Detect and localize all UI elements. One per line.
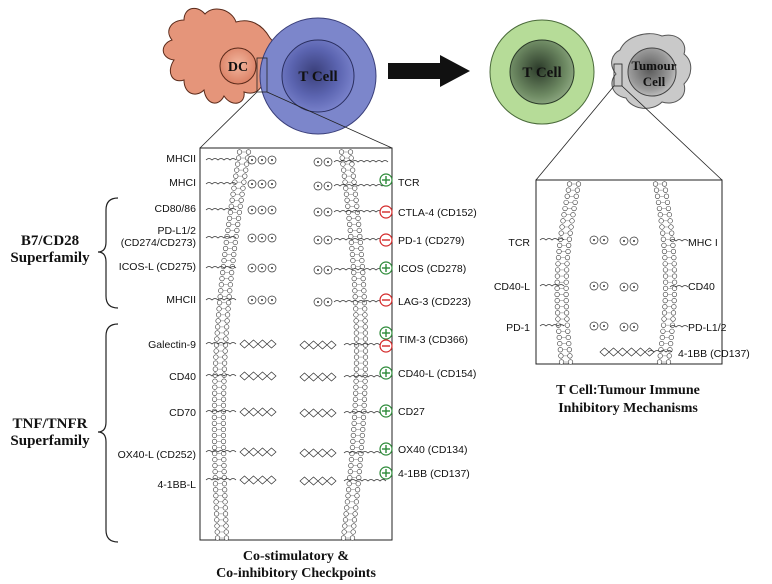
r-label-tcr: TCR [508, 237, 530, 249]
tumour-molecule-pair [539, 235, 689, 246]
tumour-cell: Tumour Cell [611, 33, 692, 109]
minus-sign-icon [379, 339, 393, 353]
plus-sign-icon [379, 326, 393, 340]
right-panel-right-labels: MHC I CD40 PD-L1/2 4-1BB (CD137) [678, 237, 750, 360]
r-label-pd-l1-2: PD-L1/2 [688, 322, 727, 334]
label-4-1bb-l: 4-1BB-L [157, 479, 196, 491]
dc-body [162, 7, 275, 104]
t-cell-label: T Cell [298, 69, 337, 85]
label-cd40: CD40 [169, 371, 196, 383]
tumour-molecule-pair [539, 281, 689, 292]
label-cd274-cd273: (CD274/CD273) [121, 237, 196, 249]
b7-molecule-pair [205, 263, 389, 275]
tumour-membrane-right [652, 181, 678, 365]
dc-label: DC [228, 60, 248, 75]
right-panel-membranes [554, 181, 678, 365]
b7-molecule-pair [205, 179, 389, 191]
family-braces [97, 197, 119, 543]
b7-brace [97, 197, 119, 309]
minus-sign-icon [379, 233, 393, 247]
tnf-molecule-pair [205, 447, 387, 458]
label-tcr: TCR [398, 177, 420, 189]
b7-molecule-pair [205, 233, 389, 245]
b7-molecule-pair [205, 295, 389, 307]
tumour-label-line-1: Tumour [631, 58, 676, 73]
plus-sign-icon [379, 261, 393, 275]
tcell-membrane [338, 149, 369, 541]
zoom-lines-right [535, 85, 723, 181]
b7-molecule-pair [205, 205, 389, 217]
r-label-cd40-l: CD40-L [494, 281, 530, 293]
tumour-4-1bb [599, 347, 673, 357]
b7-family-label-1: B7/CD28 [21, 233, 79, 249]
plus-sign-icon [379, 466, 393, 480]
tnf-family-label-2: Superfamily [10, 433, 90, 449]
label-mhci: MHCI [169, 177, 196, 189]
label-icos: ICOS (CD278) [398, 263, 466, 275]
t-cell-blue: T Cell [259, 17, 377, 135]
plus-sign-icon [379, 404, 393, 418]
plus-sign-icon [379, 366, 393, 380]
tnf-brace [97, 323, 119, 543]
label-ox40-l: OX40-L (CD252) [118, 449, 196, 461]
label-galectin-9: Galectin-9 [148, 339, 196, 351]
label-mhcii-1: MHCII [166, 153, 196, 165]
t-cell-green: T Cell [489, 19, 595, 125]
minus-sign-icon [379, 293, 393, 307]
label-4-1bb: 4-1BB (CD137) [398, 468, 470, 480]
label-cd27: CD27 [398, 406, 425, 418]
tnf-molecule-pair [205, 339, 387, 350]
zoom-lines-left [199, 91, 393, 149]
label-pd-l1-2: PD-L1/2 [157, 225, 196, 237]
label-ctla-4: CTLA-4 (CD152) [398, 207, 477, 219]
right-panel-molecules [539, 235, 689, 357]
left-panel-molecules [205, 155, 389, 486]
r-label-4-1bb: 4-1BB (CD137) [678, 348, 750, 360]
label-icos-l: ICOS-L (CD275) [119, 261, 196, 273]
plus-sign-icon [379, 173, 393, 187]
left-panel-membranes [211, 149, 369, 541]
tnf-molecule-pair [205, 371, 387, 382]
label-cd80-86: CD80/86 [155, 203, 197, 215]
left-caption-line-1: Co-stimulatory & [243, 549, 349, 564]
synapse-box-left [256, 57, 268, 93]
tnf-family-label-1: TNF/TNFR [13, 416, 88, 432]
apc-membrane [211, 149, 252, 541]
left-panel-receptor-labels: TCR CTLA-4 (CD152) PD-1 (CD279) ICOS (CD… [398, 177, 477, 480]
dendritic-cell: DC [162, 7, 275, 104]
r-label-mhc-i: MHC I [688, 237, 718, 249]
label-tim-3: TIM-3 (CD366) [398, 334, 468, 346]
minus-sign-icon [379, 205, 393, 219]
tumour-molecule-pair [539, 321, 689, 332]
label-mhcii-2: MHCII [166, 294, 196, 306]
effect-signs [379, 173, 393, 480]
label-ox40: OX40 (CD134) [398, 444, 467, 456]
label-lag-3: LAG-3 (CD223) [398, 296, 471, 308]
plus-sign-icon [379, 442, 393, 456]
right-caption-line-2: Inhibitory Mechanisms [558, 401, 698, 416]
label-cd40-l: CD40-L (CD154) [398, 368, 476, 380]
r-label-pd-1: PD-1 [506, 322, 530, 334]
t-cell-green-label: T Cell [522, 65, 561, 81]
r-label-cd40: CD40 [688, 281, 715, 293]
right-panel-left-labels: TCR CD40-L PD-1 [494, 237, 531, 334]
tnf-molecule-pair [205, 407, 387, 418]
left-panel-ligand-labels: MHCII MHCI CD80/86 PD-L1/2 (CD274/CD273)… [118, 153, 197, 491]
b7-family-label-2: Superfamily [10, 250, 90, 266]
transition-arrow [388, 55, 470, 87]
label-cd70: CD70 [169, 407, 196, 419]
tumour-label-line-2: Cell [643, 74, 666, 89]
label-pd-1: PD-1 (CD279) [398, 235, 465, 247]
tcell-membrane-right [554, 181, 582, 365]
dc-nucleus [219, 47, 257, 85]
tnf-molecule-pair [205, 475, 387, 486]
right-caption-line-1: T Cell:Tumour Immune [556, 383, 700, 398]
synapse-box-right [613, 63, 623, 87]
b7-molecule-pair [205, 155, 389, 167]
left-caption-line-2: Co-inhibitory Checkpoints [216, 566, 376, 581]
